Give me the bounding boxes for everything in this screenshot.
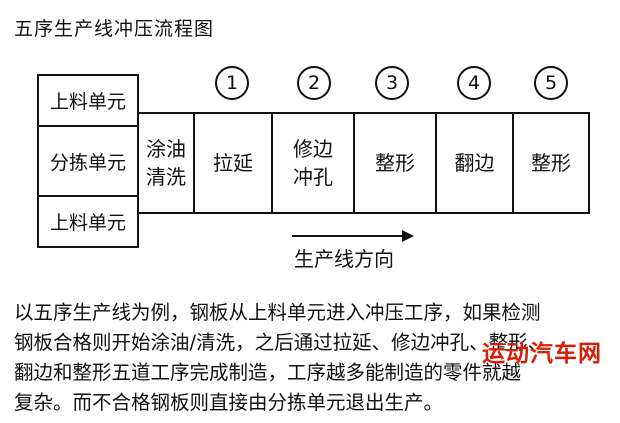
direction-label: 生产线方向 (294, 247, 394, 271)
loading-unit-bottom-label: 上料单元 (49, 212, 126, 234)
stage-5-number: 5 (534, 66, 568, 100)
stage-1-number: 1 (215, 66, 249, 100)
description-line-1: 以五序生产线为例，钢板从上料单元进入冲压工序，如果检测 (14, 301, 541, 324)
stage-3-label: 整形 (375, 151, 415, 175)
sorting-unit-label: 分拣单元 (49, 151, 126, 174)
stage-2-number: 2 (297, 66, 331, 100)
stage-5-restrike: 整形 (512, 112, 590, 214)
stage-5-label: 整形 (531, 151, 571, 175)
loading-unit-top-label: 上料单元 (49, 91, 126, 113)
stage-2-label-line2: 冲孔 (293, 165, 333, 189)
stage-1-drawing: 拉延 (193, 112, 273, 214)
diagram-title: 五序生产线冲压流程图 (14, 18, 215, 40)
direction-arrow-head (402, 230, 414, 242)
loading-unit-bottom: 上料单元 (37, 195, 139, 248)
watermark: 运动汽车网 (482, 340, 602, 367)
stage-4-number: 4 (457, 66, 491, 100)
description-paragraph: 以五序生产线为例，钢板从上料单元进入冲压工序，如果检测 钢板合格则开始涂油/清洗… (14, 298, 612, 418)
stage-1-label: 拉延 (213, 151, 253, 175)
stage-4-label: 翻边 (454, 151, 495, 175)
stage-2-label-line1: 修边 (293, 137, 333, 161)
clean-label: 清洗 (146, 165, 186, 189)
description-line-2: 钢板合格则开始涂油/清洗，之后通过拉延、修边冲孔、整形、 (14, 331, 548, 354)
description-line-3: 翻边和整形五道工序完成制造，工序越多能制造的零件就越 (14, 361, 522, 384)
description-line-4: 复杂。而不合格钢板则直接由分拣单元退出生产。 (14, 391, 444, 414)
oil-label: 涂油 (146, 137, 186, 161)
stage-3-number: 3 (375, 66, 409, 100)
